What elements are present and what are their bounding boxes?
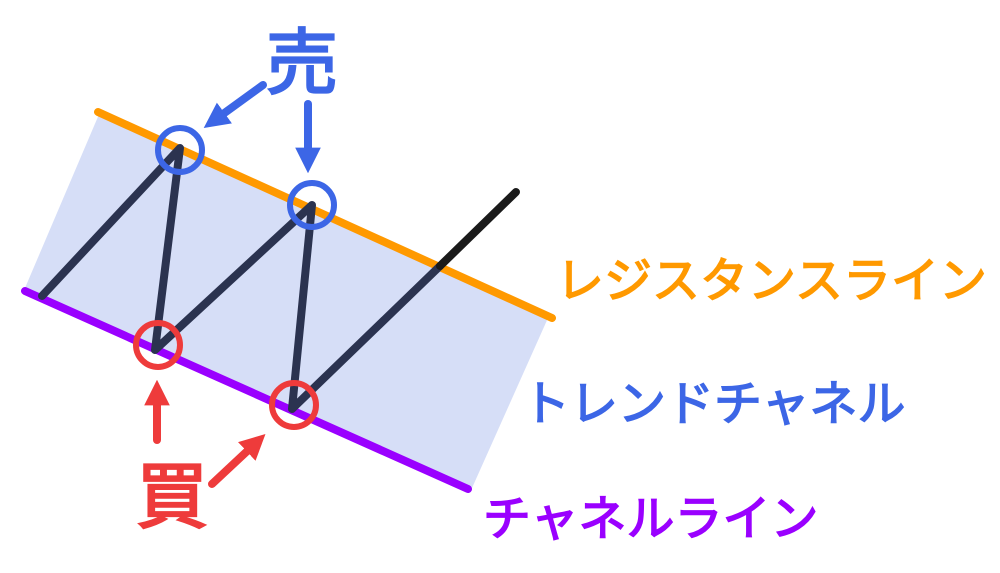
sell-label: 売	[266, 21, 338, 105]
sell-marker-1	[155, 125, 205, 175]
price-path	[38, 144, 444, 413]
buy-label: 買	[136, 455, 208, 539]
resistance-line	[94, 108, 556, 322]
channel-line-label: チャネルライン	[483, 491, 819, 547]
channel-line	[21, 287, 472, 493]
breakout-line	[436, 188, 520, 270]
buy-marker-2	[269, 380, 319, 430]
trend-channel-area	[25, 112, 548, 488]
buy-marker-1	[133, 320, 183, 370]
sell-marker-2	[287, 180, 337, 230]
trend-channel-label: トレンドチャネル	[522, 376, 906, 432]
buy-arrow-diagonal	[208, 434, 266, 488]
sell-arrow-left	[203, 81, 267, 129]
resistance-line-label: レジスタンスライン	[556, 253, 987, 309]
